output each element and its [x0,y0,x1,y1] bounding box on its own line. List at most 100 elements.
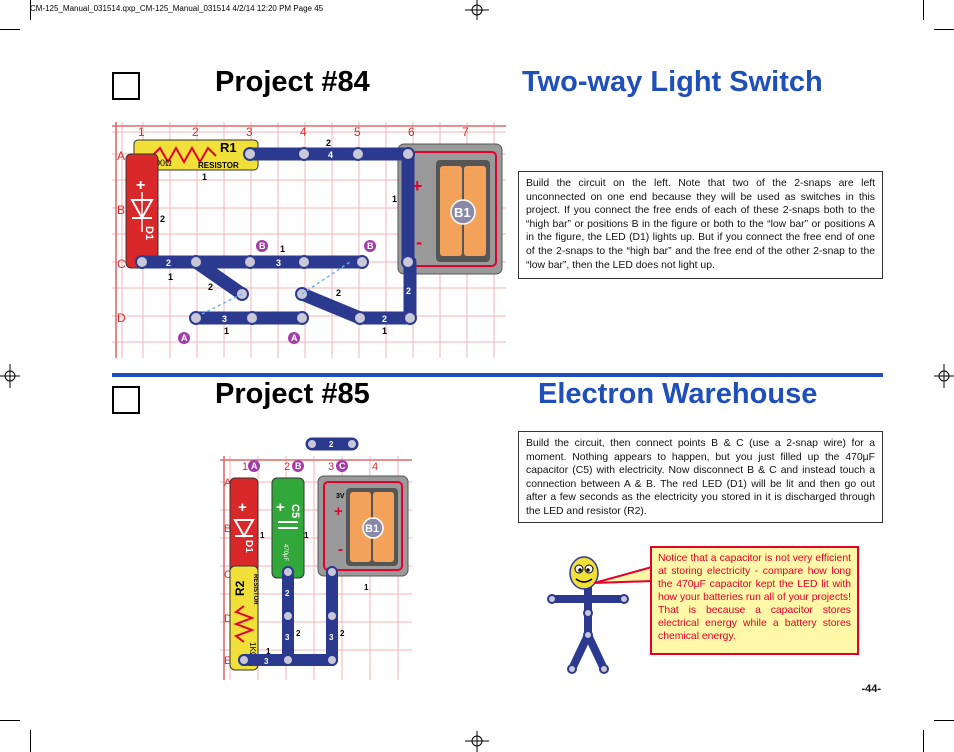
battery-b1: 3V + - B1 [317,475,409,577]
svg-text:-: - [338,541,343,558]
svg-text:1KΩ: 1KΩ [248,642,257,658]
svg-text:A: A [224,477,232,489]
svg-text:1: 1 [280,244,285,254]
row-label-a: A [117,149,125,163]
col-label-1: 1 [138,125,145,139]
svg-text:B: B [367,241,374,251]
svg-text:+: + [238,499,247,516]
row-label-d: D [117,311,126,325]
svg-text:3V: 3V [336,493,345,500]
col-label-5: 5 [354,125,361,139]
col-label-2: 2 [192,125,199,139]
svg-text:1: 1 [304,531,309,540]
project84-title: Project #84 [215,66,370,98]
svg-text:RESISTOR: RESISTOR [252,574,258,605]
svg-text:A: A [181,333,188,343]
svg-text:+: + [276,499,285,516]
svg-text:-: - [416,232,422,252]
project85-circuit: 1 2 3 4 A B C D E 2 + D1 + C5 470μF [220,437,412,680]
svg-text:2: 2 [336,288,341,298]
svg-text:3: 3 [329,633,334,642]
svg-text:1: 1 [224,326,229,336]
points: B B A A [178,240,376,344]
led-d1: + D1 [229,477,259,579]
svg-text:B1: B1 [454,205,471,220]
battery-b1: 3V + - B1 [397,143,503,275]
col-label-7: 7 [462,125,469,139]
page-number: -44- [861,683,881,695]
project84-checkbox[interactable] [112,72,140,100]
resistor-r2: R2 RESISTOR 1KΩ [229,565,259,671]
svg-text:1: 1 [260,531,265,540]
svg-text:C5: C5 [289,504,301,518]
svg-text:470μF: 470μF [282,544,288,561]
svg-text:2: 2 [406,286,411,296]
col-label-4: 4 [300,125,307,139]
svg-text:3: 3 [328,461,334,473]
project85-name: Electron Warehouse [538,378,818,410]
print-header: CM-125_Manual_031514.qxp_CM-125_Manual_0… [30,4,324,13]
capacitor-note: Notice that a capacitor is not very effi… [650,546,859,655]
svg-text:3: 3 [222,314,227,324]
project84-description: Build the circuit on the left. Note that… [518,171,883,279]
svg-text:D1: D1 [143,226,155,240]
svg-text:RESISTOR: RESISTOR [198,161,239,170]
svg-text:+: + [136,177,145,194]
svg-text:B: B [224,523,231,535]
svg-text:1: 1 [242,461,248,473]
svg-text:A: A [251,461,258,471]
svg-text:2: 2 [382,314,387,324]
project84-circuit: 1 2 3 4 5 6 7 A B C D R1 100Ω RESISTOR +… [112,122,506,358]
svg-text:4: 4 [328,150,333,160]
col-label-6: 6 [408,125,415,139]
project85-checkbox[interactable] [112,386,140,414]
svg-text:3: 3 [264,657,269,666]
svg-text:2: 2 [160,214,165,224]
svg-text:1: 1 [364,583,369,592]
svg-text:1: 1 [382,326,387,336]
svg-text:1: 1 [392,194,397,204]
svg-text:1: 1 [168,272,173,282]
svg-text:A: A [291,333,298,343]
svg-text:D: D [224,613,232,625]
snap-wires [135,147,417,325]
svg-text:B1: B1 [365,523,379,535]
project84-name: Two-way Light Switch [522,66,823,98]
svg-text:2: 2 [340,629,345,638]
svg-text:2: 2 [326,138,331,148]
points: A B C [248,460,348,472]
svg-text:2: 2 [208,282,213,292]
project85-description: Build the circuit, then connect points B… [518,431,883,523]
svg-text:R2: R2 [233,580,247,596]
svg-text:D1: D1 [243,540,254,553]
svg-text:4: 4 [372,461,378,473]
section-divider [112,373,883,377]
top-snap: 2 [305,437,359,451]
svg-text:E: E [224,655,231,667]
svg-text:2: 2 [329,440,334,449]
svg-text:1: 1 [202,172,207,182]
svg-text:3: 3 [285,633,290,642]
svg-text:2: 2 [284,461,290,473]
note-pointer [594,565,653,584]
svg-text:B: B [259,241,266,251]
svg-text:100Ω: 100Ω [150,158,172,168]
svg-text:2: 2 [166,258,171,268]
svg-text:R1: R1 [220,140,237,155]
svg-text:B: B [295,461,302,471]
switch-paths [201,261,351,315]
col-label-3: 3 [246,125,253,139]
svg-text:3: 3 [276,258,281,268]
svg-text:2: 2 [285,589,290,598]
svg-text:+: + [334,503,343,520]
project85-title: Project #85 [215,378,370,410]
snap-nodes [238,566,338,666]
svg-text:1: 1 [266,647,271,656]
led-d1: + D1 [125,153,159,269]
capacitor-c5: + C5 470μF [271,477,305,579]
snappy-mascot [547,556,629,674]
snap-nodes [135,147,417,325]
row-label-b: B [117,203,125,217]
svg-text:+: + [412,176,423,196]
